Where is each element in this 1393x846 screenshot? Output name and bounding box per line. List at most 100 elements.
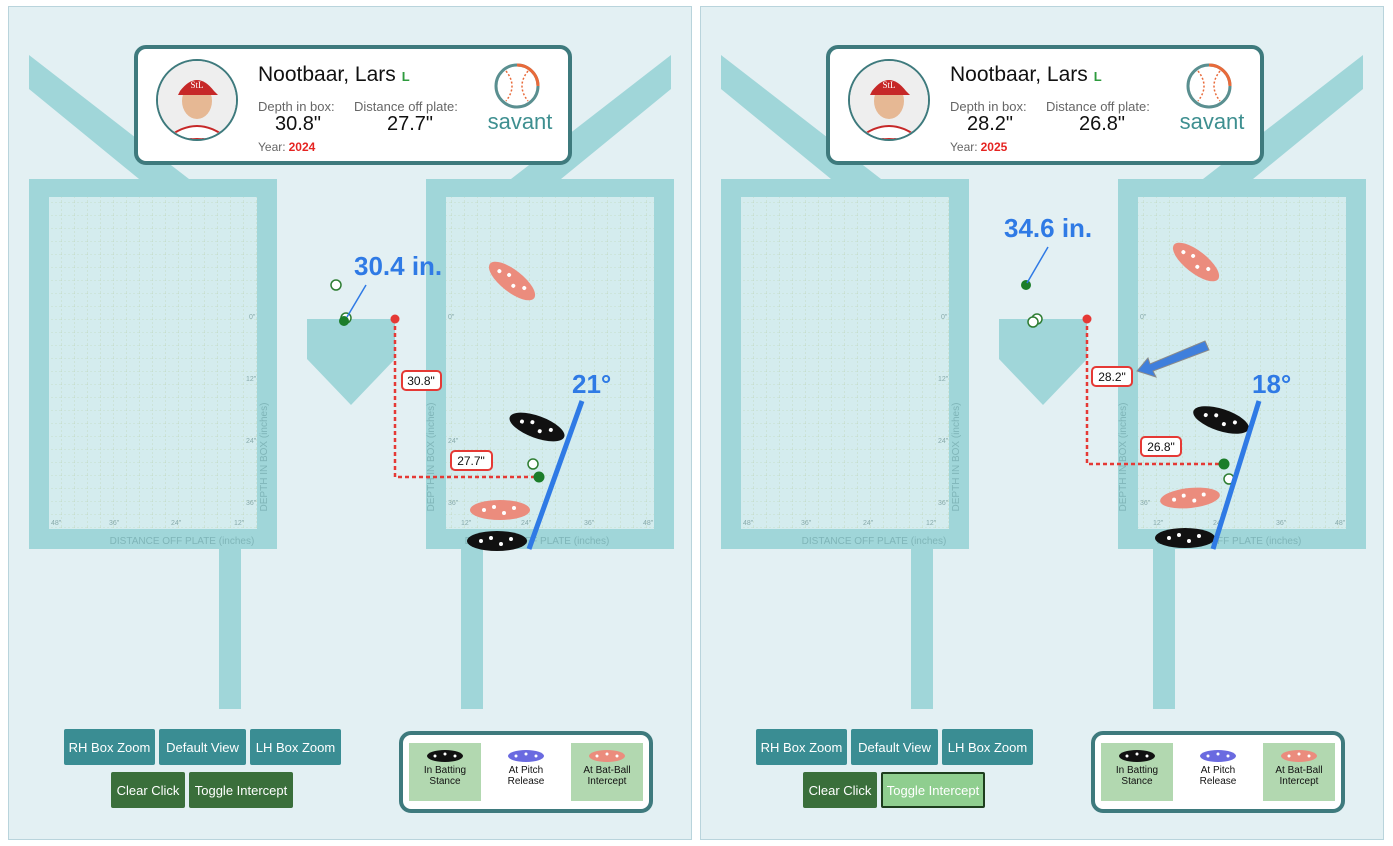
intercept-front-cleat [1172,242,1220,282]
legend-release[interactable]: At Pitch Release [1182,743,1254,801]
depth-value: 28.2" [966,113,1014,135]
tick-label: 36" [1276,520,1287,527]
depth-label: Depth in box: [950,99,1027,114]
tick-label: 36" [246,500,257,507]
black-cleat-icon [427,750,463,762]
distance-annotation: 30.4 in. [354,251,442,281]
tick-label: 36" [801,520,812,527]
legend-intercept[interactable]: At Bat-Ball Intercept [571,743,643,801]
default-view-button[interactable]: Default View [159,729,246,765]
batters-box-field: DISTANCE OFF PLATE (inches) DISTANCE OFF… [721,55,1366,709]
handedness-badge: L [1093,69,1102,84]
angle-annotation: 21° [572,369,611,399]
angle-annotation: 18° [1252,369,1291,399]
savant-logo-text: savant [1179,109,1245,134]
rh-box-zoom-button[interactable]: RH Box Zoom [64,729,155,765]
stance-back-cleat [467,531,527,551]
year-value: 2025 [980,140,1008,154]
stance-back-cleat [1155,528,1215,548]
player-avatar: StL [848,59,930,141]
svg-text:StL: StL [190,80,203,90]
lh-box-zoom-button[interactable]: LH Box Zoom [942,729,1033,765]
legend-stance[interactable]: In Batting Stance [409,743,481,801]
savant-logo: savant [486,61,558,141]
depth-value-box: 30.8" [407,374,435,388]
player-avatar: StL [156,59,238,141]
distance-value: 27.7" [386,113,434,135]
y-axis-label-lh: DEPTH IN BOX (inches) [426,403,437,512]
savant-logo-text: savant [487,109,553,134]
toggle-intercept-button[interactable]: Toggle Intercept [189,772,293,808]
x-axis-label-lh: DISTANCE OFF PLATE (inches) [1157,536,1302,547]
svg-text:StL: StL [882,80,895,90]
tick-label: 0" [1140,314,1147,321]
intercept-back-cleat [1160,487,1220,509]
legend-stance[interactable]: In Batting Stance [1101,743,1173,801]
legend-release[interactable]: At Pitch Release [490,743,562,801]
tick-label: 12" [234,520,245,527]
plate-corner-marker [1082,314,1092,324]
tick-label: 0" [249,314,256,321]
legend: In Batting Stance At Pitch Release At Ba… [1091,731,1345,813]
contact-point [1021,280,1031,290]
baseball-icon [1186,63,1232,109]
depth-label: Depth in box: [258,99,335,114]
y-axis-label-rh: DEPTH IN BOX (inches) [259,403,270,512]
handedness-badge: L [401,69,410,84]
release-point [1027,316,1039,328]
measurement-line [393,319,539,479]
salmon-cleat-icon [589,750,625,762]
home-plate [999,319,1087,405]
tick-label: 24" [171,520,182,527]
tick-label: 12" [938,376,949,383]
stance-angle-line [526,400,585,550]
tick-label: 24" [448,438,459,445]
tick-label: 12" [246,376,257,383]
lh-box-zoom-button[interactable]: LH Box Zoom [250,729,341,765]
tick-label: 48" [51,520,62,527]
tick-label: 36" [109,520,120,527]
stance-panel-2025: DISTANCE OFF PLATE (inches) DISTANCE OFF… [700,6,1384,840]
year-value: 2024 [288,140,316,154]
tick-label: 24" [521,520,532,527]
legend: In Batting Stance At Pitch Release At Ba… [399,731,653,813]
default-view-button[interactable]: Default View [851,729,938,765]
stance-front-cleat [1193,406,1249,434]
distance-value-box: 27.7" [457,454,485,468]
distance-label: Distance off plate: [354,99,458,114]
home-plate [307,319,395,405]
salmon-cleat-icon [1281,750,1317,762]
contact-point [533,471,545,483]
plate-corner-marker [390,314,400,324]
baseball-icon [494,63,540,109]
x-axis-label-rh: DISTANCE OFF PLATE (inches) [802,536,947,547]
batters-box-field: DISTANCE OFF PLATE (inches) DISTANCE OFF… [29,55,674,709]
clear-click-button[interactable]: Clear Click [803,772,877,808]
tick-label: 24" [863,520,874,527]
rh-box-zoom-button[interactable]: RH Box Zoom [756,729,847,765]
tick-label: 12" [461,520,472,527]
tick-label: 0" [448,314,455,321]
release-point [527,458,539,470]
year-label: Year:2024 [258,140,316,154]
blue-cleat-icon [1200,750,1236,762]
legend-intercept[interactable]: At Bat-Ball Intercept [1263,743,1335,801]
release-point [330,279,342,291]
stance-front-cleat [509,412,565,442]
pointer-arrow [1136,340,1210,378]
intercept-front-cleat [488,261,536,301]
tick-label: 36" [938,500,949,507]
tick-label: 24" [938,438,949,445]
blue-cleat-icon [508,750,544,762]
tick-label: 48" [743,520,754,527]
tick-label: 48" [643,520,654,527]
clear-click-button[interactable]: Clear Click [111,772,185,808]
toggle-intercept-button[interactable]: Toggle Intercept [881,772,985,808]
distance-label: Distance off plate: [1046,99,1150,114]
savant-logo: savant [1178,61,1250,141]
year-label: Year:2025 [950,140,1008,154]
